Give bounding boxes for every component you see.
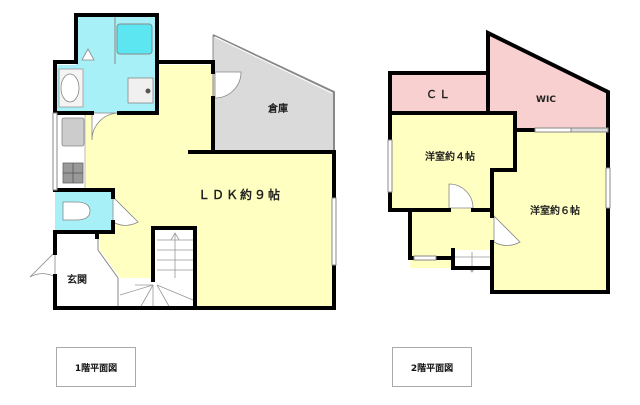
storage-door-icon: [214, 71, 242, 99]
storage-label: 倉庫: [267, 102, 288, 115]
walk-in-closet-room: [488, 33, 608, 130]
floor-2-caption: 2階平面図: [392, 347, 472, 387]
floor-2-plan: ＣＬ WIC 洋室約４帖 洋室約６帖: [387, 29, 611, 294]
room6-door-icon: [493, 215, 521, 246]
door-arrow-icon: [81, 48, 95, 61]
wic-opening: [570, 127, 609, 133]
floor-1-caption: 1階平面図: [56, 347, 136, 387]
floor-2-caption-text: 2階平面図: [410, 363, 454, 374]
window-hall: [413, 255, 437, 261]
door-swings: [29, 71, 242, 278]
window-kitchen: [52, 112, 58, 191]
storage-room: [213, 35, 334, 152]
wic-label: WIC: [536, 95, 556, 105]
closet-label: ＣＬ: [426, 88, 452, 101]
room6-label: 洋室約６帖: [530, 204, 580, 217]
ldk-floor: [85, 65, 334, 308]
bathtub-icon: [116, 23, 153, 55]
entrance-area: [55, 232, 120, 308]
toilet-icon: [62, 201, 91, 221]
staircase: [120, 278, 195, 308]
floor-1-caption-text: 1階平面図: [74, 363, 118, 374]
closet-room: [390, 73, 488, 113]
entrance-label: 玄関: [67, 273, 87, 286]
room4-door-icon: [448, 183, 474, 209]
window-right: [331, 197, 337, 266]
floor-2-walls: [388, 29, 610, 294]
sink-icon: [61, 117, 85, 147]
ldk-label: ＬＤＫ約９帖: [198, 187, 282, 202]
front-door-icon: [29, 251, 56, 278]
window-room4: [387, 139, 393, 193]
western-room-6: [492, 130, 608, 292]
room4-label: 洋室約４帖: [425, 150, 475, 163]
floor-1-plan: ＬＤＫ約９帖 倉庫 玄関: [29, 13, 337, 310]
wic-sliding-door: [534, 127, 572, 133]
western-room-4: [390, 113, 515, 210]
window-room6: [605, 167, 611, 209]
